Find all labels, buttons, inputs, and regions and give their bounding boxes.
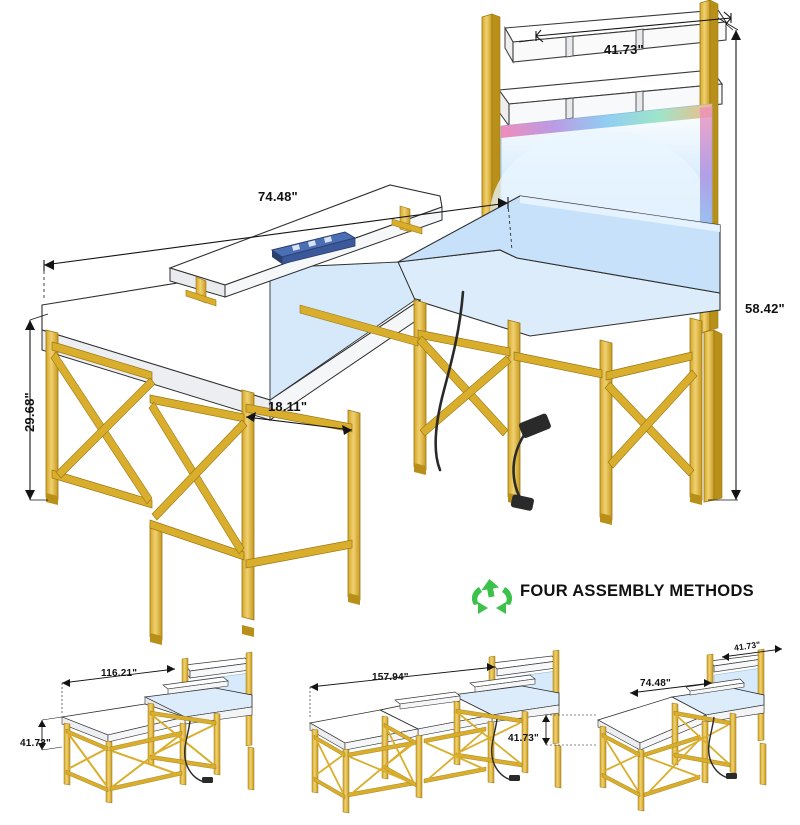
desktop-surface: [41, 195, 721, 421]
dim-v1-length: 116.21": [101, 668, 138, 679]
assembly-variants-illustration: [38, 645, 783, 814]
power-plug: [510, 413, 551, 511]
assembly-methods-title: FOUR ASSEMBLY METHODS: [520, 582, 754, 600]
variant-1: [38, 651, 255, 804]
dim-v3-length: 74.48": [640, 678, 671, 689]
right-desk-frame: [299, 299, 703, 525]
dim-return-depth: 18.11": [268, 399, 308, 414]
hutch-second-shelf: [497, 69, 724, 128]
dim-v1-depth: 41.73": [20, 738, 51, 749]
variant-3: [542, 645, 783, 812]
hutch-rear-leg: [703, 329, 723, 503]
monitor-riser-shelf: [168, 184, 443, 307]
recycle-icon: [471, 578, 513, 614]
dim-v2-length: 157.94": [372, 672, 409, 683]
dim-v3-depth: 41.73": [508, 733, 539, 744]
dim-hutch-width: 41.73": [604, 42, 644, 57]
power-outlet-strip: [270, 231, 357, 265]
dim-desk-height: 29.68": [22, 392, 37, 432]
main-diagram-illustration: [25, 0, 741, 645]
product-diagram: 41.73" 74.48" 58.42" 29.68" 18.11" FOUR …: [20, 0, 785, 814]
dim-desk-length: 74.48": [258, 189, 298, 204]
dimension-lines-main: [25, 11, 741, 501]
dim-total-height: 58.42": [745, 301, 785, 316]
variant-2: [308, 649, 562, 814]
left-desk-frame: [45, 329, 361, 645]
